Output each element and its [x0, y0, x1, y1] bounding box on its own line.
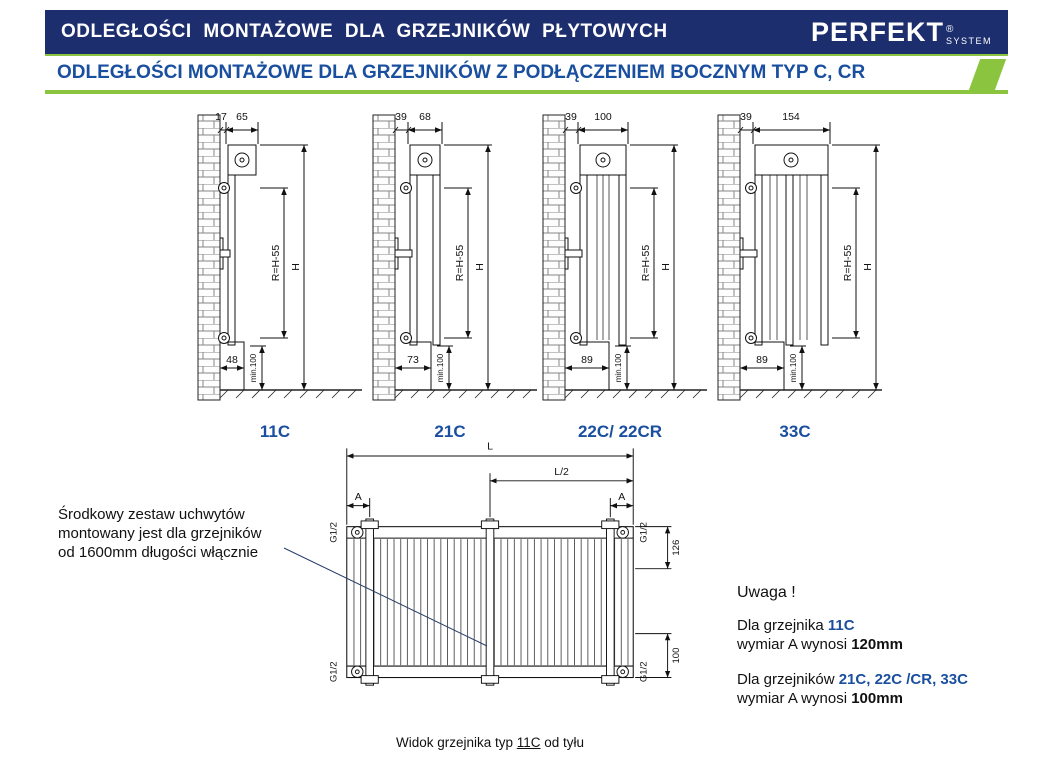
pointer-line — [283, 547, 488, 647]
corner-connections — [351, 526, 629, 679]
dim-gap-label: 39 — [565, 111, 577, 123]
caption-prefix: Widok grzejnika typ — [395, 735, 517, 750]
dim-depth-label: 65 — [236, 111, 248, 123]
dim-bottom-label: 48 — [226, 354, 238, 366]
rear-view-svg: L L/2 A A G1/2 G1/2 G1/2 G1/2 126 100 — [328, 440, 682, 686]
note-p1-value: 120mm — [851, 636, 903, 653]
g-bottom-right-label: G1/2 — [639, 661, 650, 682]
dim-100-label: 100 — [671, 648, 682, 664]
note-p2-value: 100mm — [851, 690, 903, 707]
brand-right-block: ® SYSTEM — [945, 23, 992, 46]
caption-suffix: od tyłu — [540, 735, 585, 750]
dim-gap-label: 39 — [740, 111, 752, 123]
note-p1-text: Dla grzejnika — [737, 617, 828, 634]
note-p2-text: Dla grzejników — [737, 671, 839, 688]
dim-bottom-label: 73 — [407, 354, 419, 366]
dim-h-label: H — [474, 263, 486, 271]
dim-gap-label: 39 — [395, 111, 407, 123]
mounting-brackets — [360, 518, 620, 686]
dimension-lines — [562, 122, 678, 390]
brand-logo: PERFEKT ® SYSTEM — [810, 16, 992, 47]
dim-depth-label: 68 — [419, 111, 431, 123]
rear-view-caption: Widok grzejnika typ 11C od tyłu — [270, 735, 710, 750]
dimension-lines — [392, 122, 492, 390]
dimension-lines — [737, 122, 880, 390]
left-note-line2: montowany jest dla grzejników — [58, 525, 262, 542]
note-p2-text2: wymiar A wynosi — [737, 690, 852, 707]
g-bottom-left-label: G1/2 — [328, 661, 339, 682]
dim-l-label: L — [487, 440, 493, 452]
dim-depth-label: 154 — [782, 111, 800, 123]
diagram-33c: 39 154 R=H-55 H 89 min.100 33C — [690, 100, 900, 442]
note-title: Uwaga ! — [737, 584, 796, 601]
caption-type: 11C — [516, 735, 541, 750]
dimension-lines — [217, 122, 308, 390]
green-accent-shape — [967, 59, 1007, 93]
diagram-33c-svg: 39 154 R=H-55 H 89 min.100 — [717, 111, 882, 401]
dim-min-label: min.100 — [249, 353, 258, 382]
note-p2-types: 21C, 22C /CR, 33C — [838, 671, 968, 688]
diagram-11c-svg: 17 65 R=H-55 H 48 min.100 — [197, 111, 362, 401]
dim-depth-label: 100 — [594, 111, 612, 123]
page-title: ODLEGŁOŚCI MONTAŻOWE DLA GRZEJNIKÓW PŁYT… — [61, 21, 668, 42]
subheader-title: ODLEGŁOŚCI MONTAŻOWE DLA GRZEJNIKÓW Z PO… — [57, 62, 866, 83]
dim-r-label: R=H-55 — [454, 245, 466, 282]
note-p1-text2: wymiar A wynosi — [737, 636, 852, 653]
dim-126-label: 126 — [671, 540, 682, 556]
brand-subtitle: SYSTEM — [945, 35, 992, 46]
dim-min-label: min.100 — [614, 353, 623, 382]
radiator-side-view — [218, 144, 257, 390]
dim-l-half-label: L/2 — [554, 466, 569, 478]
note-paragraph-11c: Dla grzejnika 11C wymiar A wynosi 120mm — [737, 616, 1007, 654]
dim-a-right-label: A — [618, 491, 625, 503]
g-top-right-label: G1/2 — [639, 522, 650, 543]
radiator-side-view — [394, 144, 441, 390]
diagram-22c-svg: 39 100 R=H-55 H 89 min.100 — [542, 111, 707, 401]
brand-name: PERFEKT — [810, 16, 944, 47]
registered-mark-icon: ® — [945, 23, 954, 35]
dim-h-label: H — [862, 263, 874, 271]
dim-r-label: R=H-55 — [640, 245, 652, 282]
diagram-22c: 39 100 R=H-55 H 89 min.100 22C/ 22CR — [515, 100, 725, 442]
dim-a-left-label: A — [355, 491, 362, 503]
dim-h-label: H — [290, 263, 302, 271]
diagram-11c: 17 65 R=H-55 H 48 min.100 11C — [170, 100, 380, 442]
type-label-33c: 33C — [779, 422, 811, 441]
dim-bottom-label: 89 — [756, 354, 768, 366]
dim-r-label: R=H-55 — [270, 245, 282, 282]
g-top-left-label: G1/2 — [328, 522, 339, 543]
header-bar: ODLEGŁOŚCI MONTAŻOWE DLA GRZEJNIKÓW PŁYT… — [45, 10, 1008, 54]
dim-r-label: R=H-55 — [842, 245, 854, 282]
left-note: Środkowy zestaw uchwytów montowany jest … — [58, 505, 298, 562]
rear-dimension-lines — [346, 448, 672, 679]
dim-bottom-label: 89 — [581, 354, 593, 366]
type-label-21c: 21C — [434, 422, 466, 441]
radiator-side-view — [564, 144, 627, 390]
dim-min-label: min.100 — [789, 353, 798, 382]
type-label-22c: 22C/ 22CR — [577, 422, 663, 441]
note-paragraph-other-types: Dla grzejników 21C, 22C /CR, 33C wymiar … — [737, 670, 1007, 708]
note-p1-type: 11C — [827, 617, 855, 634]
type-label-11c: 11C — [259, 422, 291, 441]
subheader-bar: ODLEGŁOŚCI MONTAŻOWE DLA GRZEJNIKÓW Z PO… — [45, 54, 1008, 94]
dim-min-label: min.100 — [436, 353, 445, 382]
left-note-line1: Środkowy zestaw uchwytów — [58, 506, 245, 523]
right-note: Uwaga ! Dla grzejnika 11C wymiar A wynos… — [737, 583, 1007, 724]
radiator-side-view — [739, 144, 829, 390]
dim-gap-label: 17 — [215, 111, 227, 123]
left-note-line3: od 1600mm długości włącznie — [58, 544, 259, 561]
dim-h-label: H — [660, 263, 672, 271]
diagram-21c: 39 68 R=H-55 H 73 min.100 21C — [345, 100, 555, 442]
diagram-21c-svg: 39 68 R=H-55 H 73 min.100 — [372, 111, 537, 401]
rear-view-diagram: L L/2 A A G1/2 G1/2 G1/2 G1/2 126 100 — [270, 435, 710, 736]
